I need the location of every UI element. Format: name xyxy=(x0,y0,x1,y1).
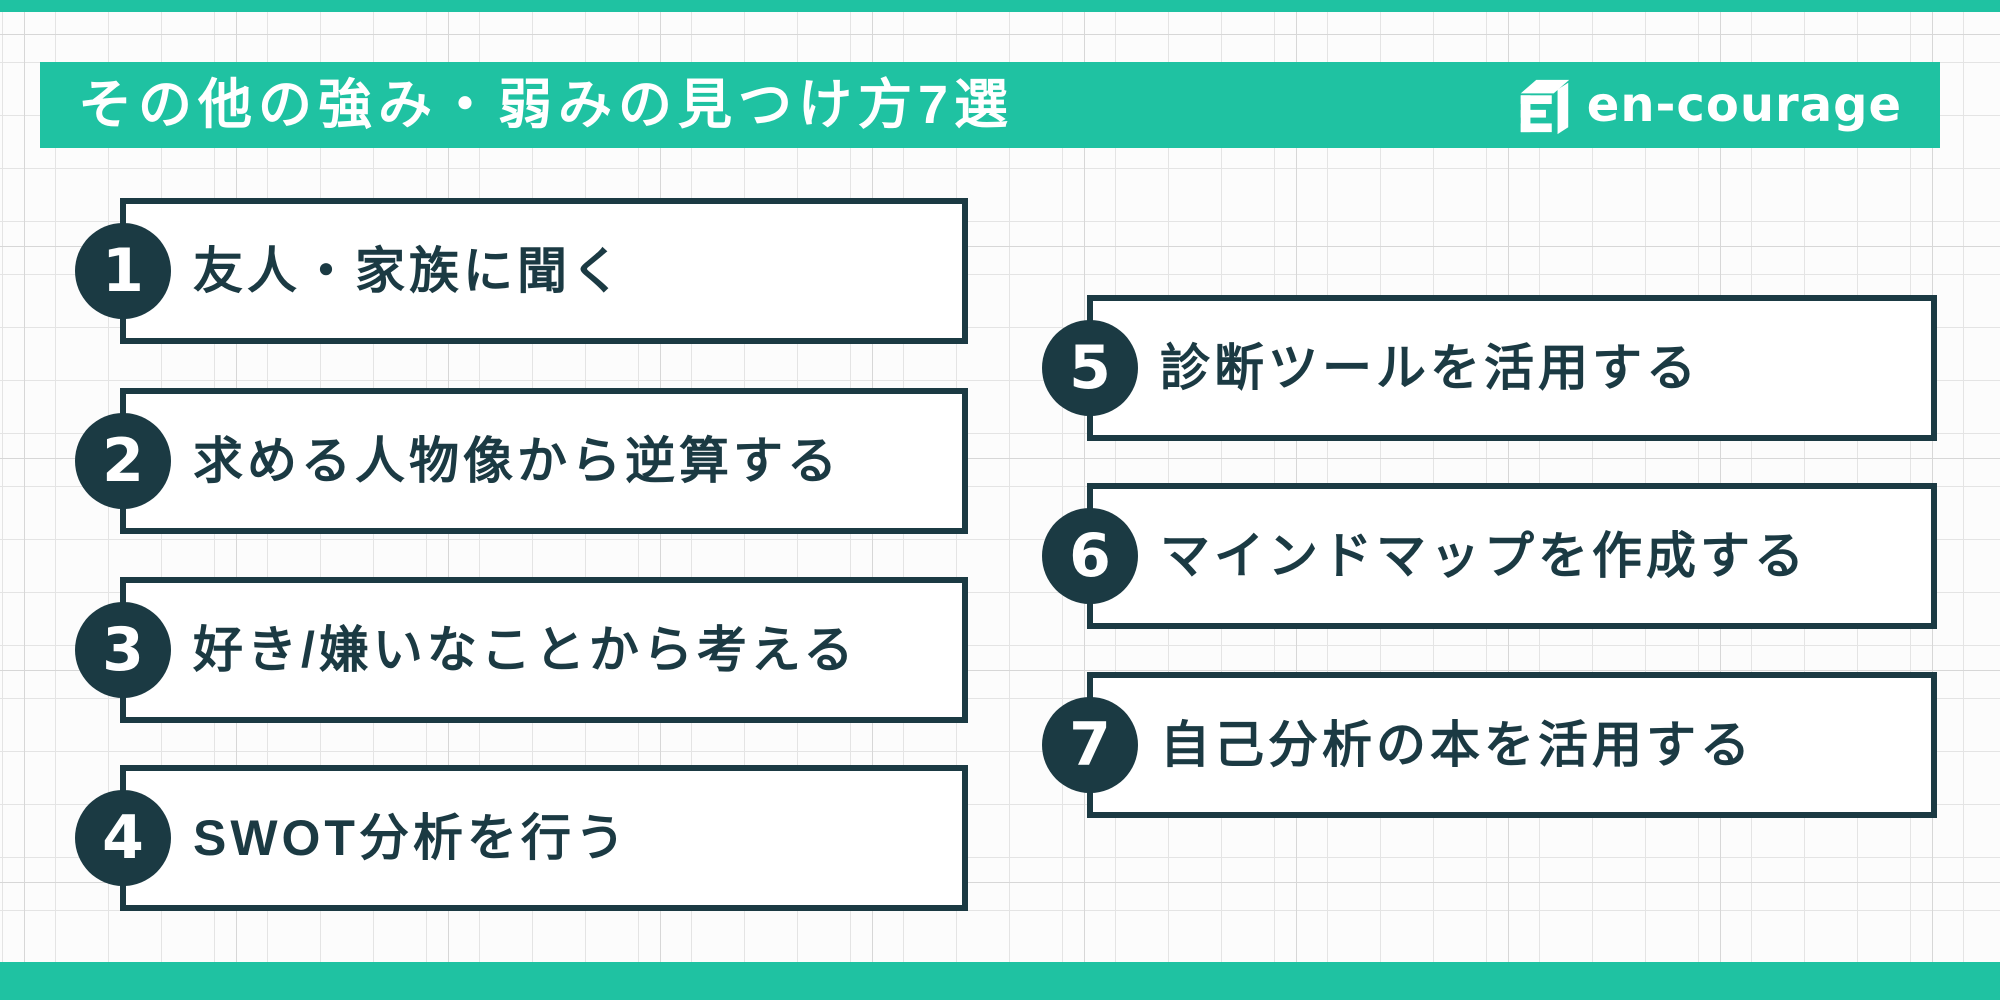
brand-name: en-courage xyxy=(1586,77,1902,133)
list-item-1: 1 友人・家族に聞く xyxy=(75,198,968,344)
item-label: 友人・家族に聞く xyxy=(193,243,625,299)
list-item-7: 7 自己分析の本を活用する xyxy=(1042,672,1937,818)
brand-logo: en-courage xyxy=(1513,62,1902,148)
list-item-4: 4 SWOT分析を行う xyxy=(75,765,968,911)
item-number-badge: 1 xyxy=(75,223,171,319)
item-number-badge: 4 xyxy=(75,790,171,886)
item-number-badge: 7 xyxy=(1042,697,1138,793)
top-border-strip xyxy=(0,0,2000,12)
door-icon xyxy=(1513,74,1575,136)
item-label: マインドマップを作成する xyxy=(1160,528,1808,584)
item-number-badge: 6 xyxy=(1042,508,1138,604)
header-bar: その他の強み・弱みの見つけ方7選 en-courage xyxy=(40,62,1940,148)
item-label: 診断ツールを活用する xyxy=(1160,340,1700,396)
bottom-border-strip xyxy=(0,962,2000,1000)
list-item-6: 6 マインドマップを作成する xyxy=(1042,483,1937,629)
item-number-badge: 2 xyxy=(75,413,171,509)
list-item-5: 5 診断ツールを活用する xyxy=(1042,295,1937,441)
item-label: 好き/嫌いなことから考える xyxy=(193,622,858,678)
page-title: その他の強み・弱みの見つけ方7選 xyxy=(78,75,1015,135)
list-item-2: 2 求める人物像から逆算する xyxy=(75,388,968,534)
item-label: 求める人物像から逆算する xyxy=(193,433,841,489)
list-item-3: 3 好き/嫌いなことから考える xyxy=(75,577,968,723)
item-number-badge: 3 xyxy=(75,602,171,698)
item-number-badge: 5 xyxy=(1042,320,1138,416)
item-label: SWOT分析を行う xyxy=(193,810,629,866)
item-label: 自己分析の本を活用する xyxy=(1160,717,1754,773)
